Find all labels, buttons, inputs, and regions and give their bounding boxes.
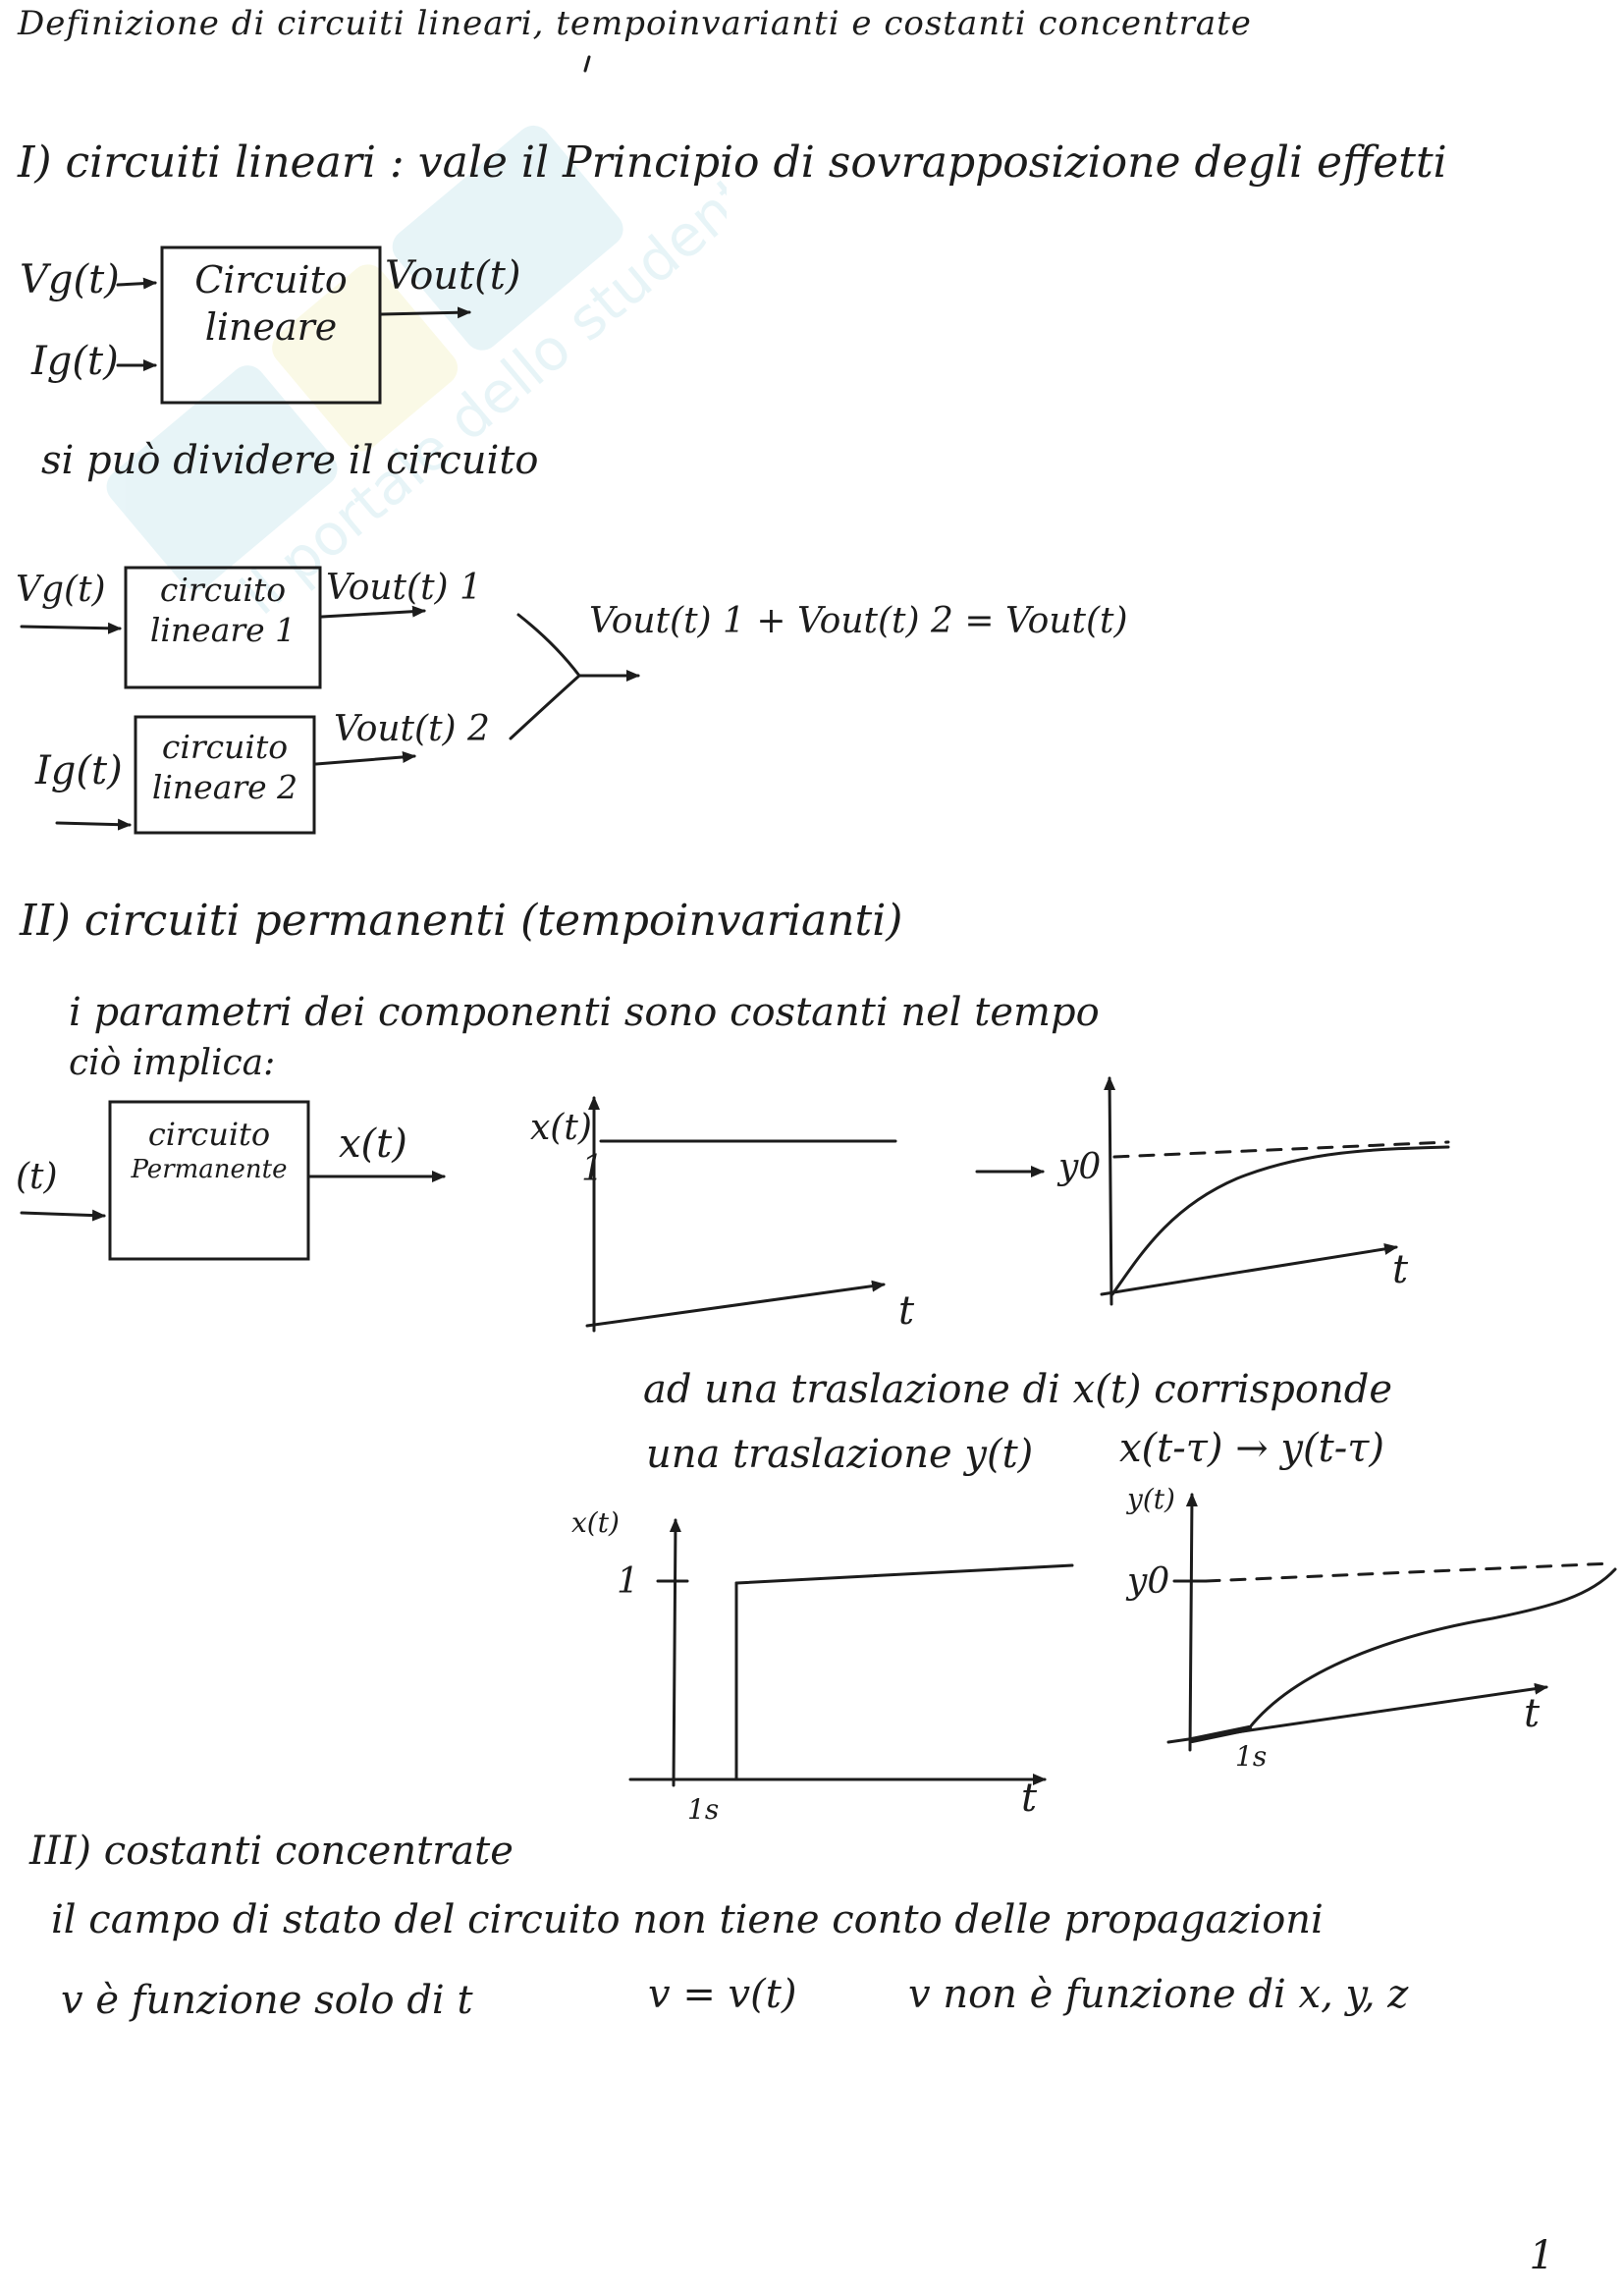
section3-line2c: v non è funzione di x, y, z	[908, 1972, 1408, 2017]
page-number: 1	[1530, 2233, 1554, 2278]
section3-heading: III) costanti concentrate	[29, 1829, 514, 1874]
graph2-ytick: y0	[1058, 1147, 1101, 1187]
graph3-ytick: 1	[617, 1561, 639, 1602]
diagram2-box2-line1: circuito	[135, 727, 314, 767]
section2-line2: ciò implica:	[69, 1043, 275, 1083]
section2-note-line2: una traslazione y(t)	[646, 1432, 1033, 1477]
graph4-xtick: 1s	[1235, 1740, 1267, 1773]
diagram1-box-line1: Circuito	[162, 257, 380, 304]
diagram1-box-label: Circuito lineare	[162, 257, 380, 351]
graph4-ytick: y0	[1127, 1561, 1169, 1602]
diagram2-sum-equation: Vout(t) 1 + Vout(t) 2 = Vout(t)	[589, 601, 1128, 641]
diagram2-box2-label: circuito lineare 2	[135, 727, 314, 808]
diagram2-out1: Vout(t) 1	[326, 568, 482, 608]
section2-input: (t)	[16, 1157, 58, 1197]
section3-line2b: v = v(t)	[648, 1972, 796, 2017]
graph1-xlabel: t	[898, 1288, 914, 1334]
graph3-xtick: 1s	[687, 1793, 719, 1826]
section2-box-line1: circuito	[110, 1115, 308, 1154]
section2-note-formula: x(t-τ) → y(t-τ)	[1119, 1426, 1384, 1471]
diagram1-box-line2: lineare	[162, 304, 380, 352]
section2-box-label: circuito Permanente	[110, 1115, 308, 1186]
diagram2-box2-line2: lineare 2	[135, 767, 314, 807]
page-title: Definizione di circuiti lineari, tempoin…	[18, 4, 1252, 43]
section1-heading: I) circuiti lineari : vale il Principio …	[18, 137, 1447, 188]
section3-line1: il campo di stato del circuito non tiene…	[51, 1897, 1324, 1942]
section2-box-line2: Permanente	[110, 1154, 308, 1186]
diagram2-input-v: Vg(t)	[16, 570, 106, 610]
diagram1-input-i: Ig(t)	[31, 339, 119, 384]
diagram1-input-v: Vg(t)	[20, 257, 120, 302]
section2-output: x(t)	[339, 1121, 407, 1167]
graph2-xlabel: t	[1392, 1247, 1408, 1292]
diagram2-out2: Vout(t) 2	[334, 709, 490, 749]
graph3-xlabel: t	[1021, 1776, 1037, 1821]
graph1-ytick: 1	[581, 1149, 604, 1189]
diagram2-box1-label: circuito lineare 1	[126, 570, 320, 651]
diagram2-box1-line1: circuito	[126, 570, 320, 610]
section2-note-line1: ad una traslazione di x(t) corrisponde	[643, 1367, 1392, 1412]
graph4-ylabel: y(t)	[1127, 1483, 1175, 1515]
graph3-ylabel: x(t)	[571, 1506, 620, 1539]
graph1-ylabel: x(t)	[530, 1108, 592, 1148]
graph4-xlabel: t	[1524, 1691, 1540, 1736]
section1-note: si può dividere il circuito	[41, 438, 539, 483]
diagram2-box1-line2: lineare 1	[126, 610, 320, 650]
section2-heading: II) circuiti permanenti (tempoinvarianti…	[20, 896, 902, 946]
section3-line2a: v è funzione solo di t	[61, 1978, 473, 2023]
diagram2-input-i: Ig(t)	[35, 748, 123, 793]
section2-line1: i parametri dei componenti sono costanti…	[69, 990, 1100, 1035]
diagram1-output: Vout(t)	[385, 253, 520, 299]
